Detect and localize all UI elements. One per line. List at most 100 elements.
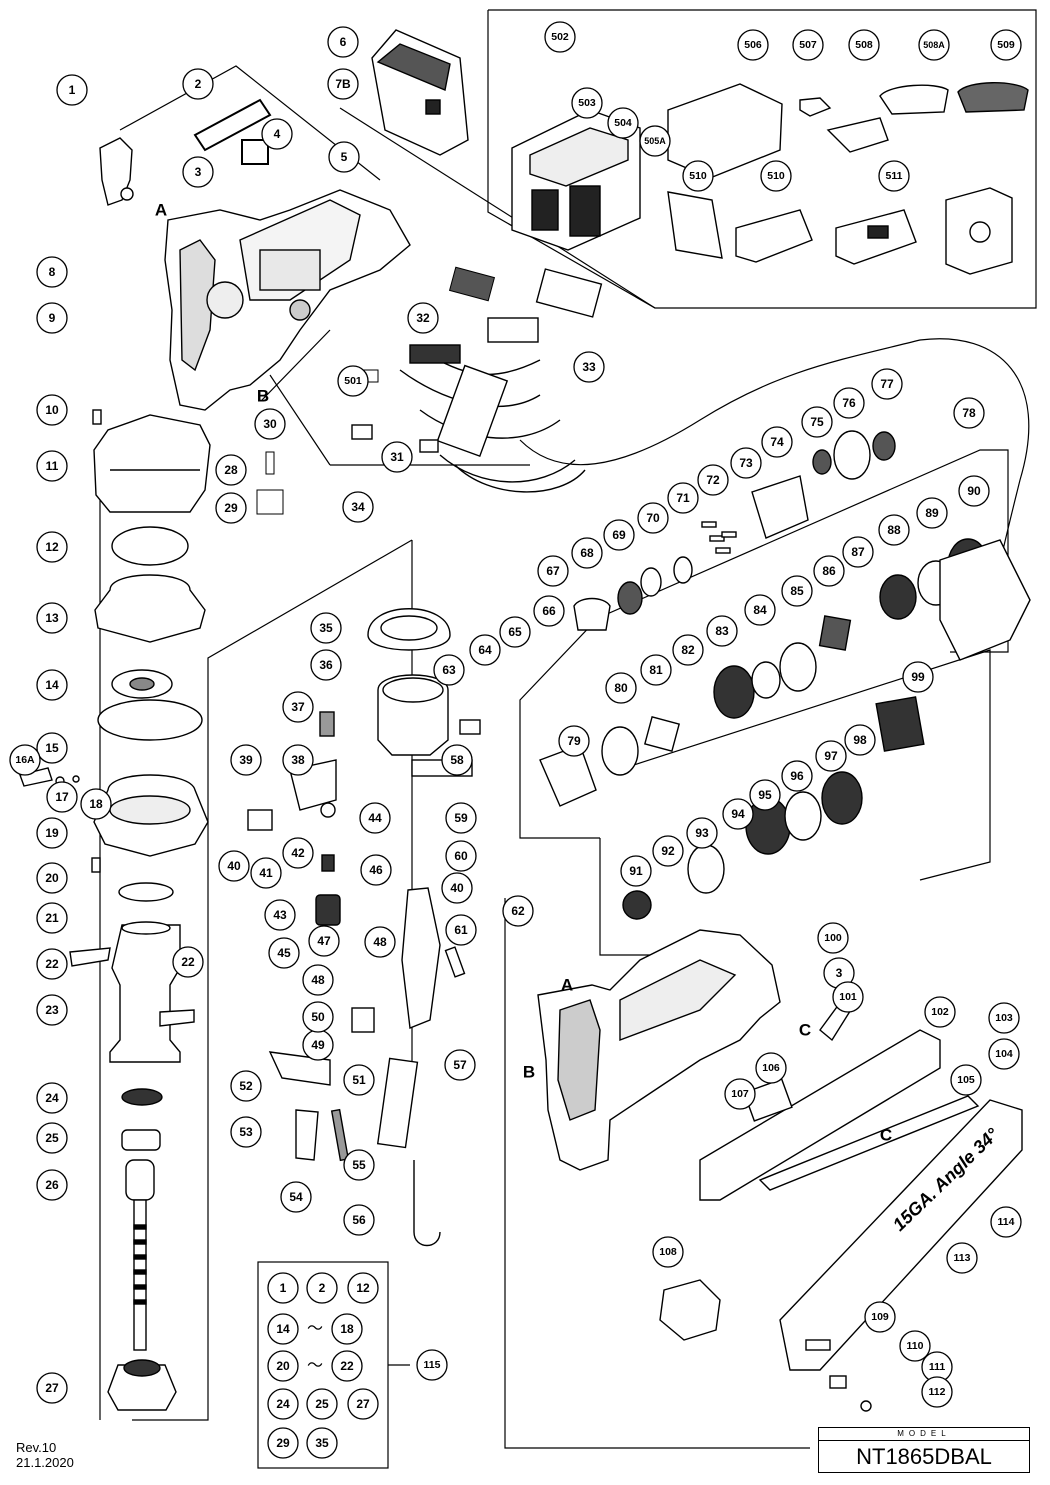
callout-circle — [36, 256, 68, 288]
callout-circle — [620, 855, 652, 887]
callout-label: 113 — [954, 1252, 971, 1264]
callout-label: 509 — [997, 39, 1015, 51]
callout-label: 510 — [767, 170, 785, 182]
wiring-harness — [351, 317, 586, 493]
callout-label: 22 — [45, 957, 59, 971]
callout-label: 100 — [824, 932, 842, 944]
callout-circle — [36, 732, 68, 764]
callout-label: 59 — [454, 811, 468, 825]
callout-circle — [573, 351, 605, 383]
callout-label: 4 — [274, 127, 281, 141]
callout-label: 501 — [344, 375, 362, 387]
callout-label: 48 — [311, 973, 325, 987]
callout-label: 52 — [239, 1079, 253, 1093]
callout-circle — [230, 1070, 262, 1102]
callout-label: 109 — [871, 1311, 889, 1323]
callout-circle — [697, 464, 729, 496]
callout-circle — [445, 840, 477, 872]
callout-circle — [310, 612, 342, 644]
callout-circle — [921, 1376, 953, 1408]
callout-label: 96 — [790, 769, 804, 783]
callout-circle — [878, 514, 910, 546]
kit-item-label: 25 — [315, 1397, 329, 1411]
callout-label: 26 — [45, 1178, 59, 1192]
callout-label: 106 — [762, 1062, 780, 1074]
callout-circle — [848, 29, 880, 61]
callout-circle — [182, 156, 214, 188]
callout-circle — [899, 1330, 931, 1362]
callout-label: 104 — [995, 1048, 1013, 1060]
callout-label: 49 — [311, 1038, 325, 1052]
callout-label: 37 — [291, 700, 305, 714]
callout-circle — [640, 654, 672, 686]
callout-circle — [36, 1169, 68, 1201]
callout-label: 38 — [291, 753, 305, 767]
callout-circle — [215, 492, 247, 524]
callout-circle — [571, 87, 603, 119]
callout-circle — [268, 937, 300, 969]
callout-label: 102 — [931, 1006, 949, 1018]
callout-label: 69 — [612, 528, 626, 542]
callout-label: 77 — [880, 377, 894, 391]
callout-label: 507 — [799, 39, 817, 51]
callout-label: 72 — [706, 473, 720, 487]
callout-circle — [36, 994, 68, 1026]
ref-letter: C — [799, 1021, 811, 1040]
accessory-kit — [511, 82, 1029, 275]
callout-circle — [343, 1064, 375, 1096]
callout-label: 65 — [508, 625, 522, 639]
callout-circle — [36, 862, 68, 894]
callout-label: 503 — [578, 97, 596, 109]
callout-label: 54 — [289, 1190, 303, 1204]
callout-circle — [571, 537, 603, 569]
ref-letter: C — [880, 1126, 892, 1145]
callout-label: 67 — [546, 564, 560, 578]
callout-label: 79 — [567, 734, 581, 748]
callout-circle — [781, 575, 813, 607]
callout-label: 17 — [55, 790, 69, 804]
callout-label: 46 — [369, 863, 383, 877]
callout-circle — [254, 408, 286, 440]
callout-circle — [328, 141, 360, 173]
callout-label: 60 — [454, 849, 468, 863]
kit-item-label: 12 — [356, 1281, 370, 1295]
motor-gear-assembly — [539, 430, 1031, 920]
ref-letter: B — [523, 1063, 535, 1082]
callout-label: 86 — [822, 564, 836, 578]
callout-label: 76 — [842, 396, 856, 410]
callout-label: 57 — [453, 1058, 467, 1072]
callout-circle — [230, 1116, 262, 1148]
callout-label: 15 — [45, 741, 59, 755]
callout-circle — [760, 160, 792, 192]
panel-part — [535, 268, 603, 318]
callout-circle — [342, 491, 374, 523]
kit-item-label: 1 — [280, 1281, 287, 1295]
callout-circle — [667, 482, 699, 514]
ref-letter: A — [155, 201, 167, 220]
callout-label: 6 — [340, 35, 347, 49]
tool-complete-view — [537, 929, 1023, 1412]
callout-circle — [988, 1002, 1020, 1034]
callout-circle — [56, 74, 88, 106]
callout-circle — [724, 1078, 756, 1110]
callout-label: 13 — [45, 611, 59, 625]
callout-circle — [36, 817, 68, 849]
callout-circle — [603, 519, 635, 551]
callout-circle — [924, 996, 956, 1028]
revision-date: 21.1.2020 — [16, 1455, 74, 1470]
callout-circle — [441, 744, 473, 776]
callout-circle — [36, 669, 68, 701]
model-name: NT1865DBAL — [856, 1444, 992, 1469]
callout-label: 44 — [368, 811, 382, 825]
callout-circle — [36, 531, 68, 563]
model-label: MODEL — [819, 1428, 1029, 1441]
callout-circle — [230, 744, 262, 776]
callout-circle — [327, 26, 359, 58]
callout-circle — [749, 779, 781, 811]
kit-item-label: 14 — [276, 1322, 290, 1336]
callout-label: 502 — [551, 31, 569, 43]
callout-circle — [953, 397, 985, 429]
callout-label: 505A — [644, 136, 666, 146]
